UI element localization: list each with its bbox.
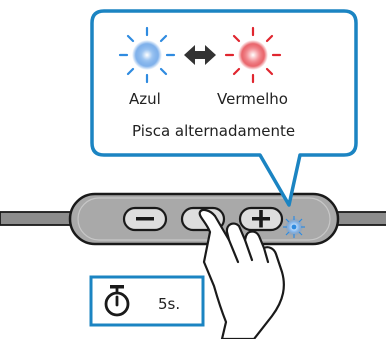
plus-button[interactable] <box>238 206 284 232</box>
double-arrow-icon <box>184 45 216 65</box>
remote-led-icon <box>283 216 305 238</box>
stopwatch-icon <box>104 285 130 317</box>
callout-caption: Pisca alternadamente <box>132 122 296 140</box>
minus-button[interactable] <box>122 206 168 232</box>
red-led-icon <box>224 26 282 84</box>
blue-led-icon <box>118 26 176 84</box>
blue-label: Azul <box>129 90 161 108</box>
red-label: Vermelho <box>217 90 288 108</box>
hand-pressing-icon <box>198 208 285 339</box>
timer-duration: 5s. <box>158 295 181 313</box>
timer-box <box>89 275 205 327</box>
